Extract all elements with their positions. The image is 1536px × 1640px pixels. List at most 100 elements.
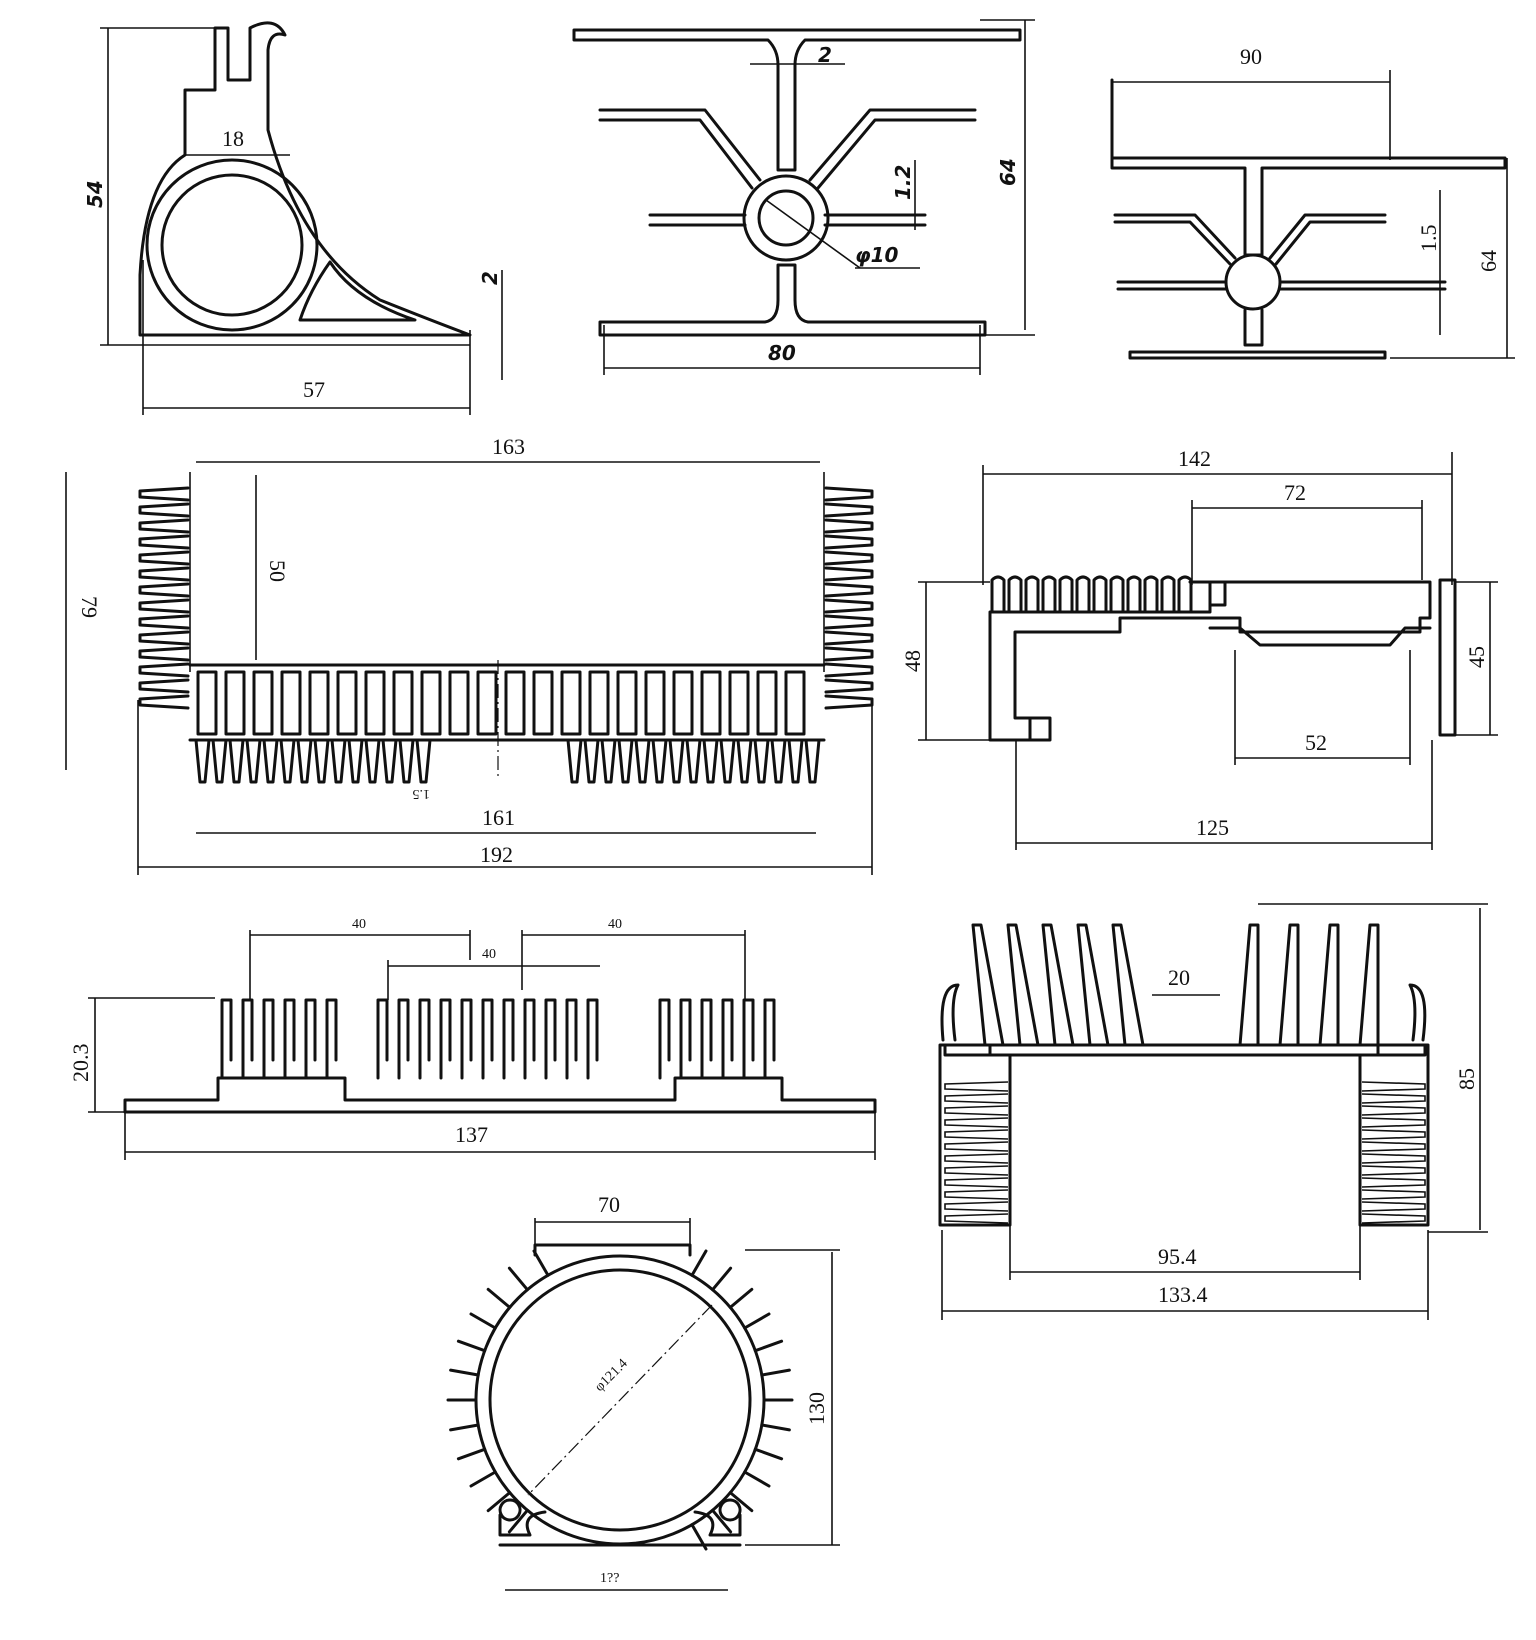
fin xyxy=(1238,923,1260,1047)
fin xyxy=(507,1266,529,1292)
fin xyxy=(262,738,279,784)
fin xyxy=(313,738,330,784)
dim-height-label: 20.3 xyxy=(68,1044,93,1083)
fin xyxy=(824,582,874,598)
fin xyxy=(304,998,317,1080)
profile-b: 2 1.2 φ10 64 80 xyxy=(572,19,1035,375)
dim-web-label: 2 xyxy=(818,43,832,67)
fin xyxy=(418,998,431,1080)
dim-bottom-label: 1?? xyxy=(600,1571,619,1586)
dim-height-label: 64 xyxy=(996,158,1020,186)
fin xyxy=(138,694,190,710)
fin xyxy=(449,1368,480,1377)
fin xyxy=(376,998,389,1080)
fin xyxy=(824,486,874,502)
fin xyxy=(679,998,692,1080)
fin xyxy=(824,566,874,582)
cell-slot xyxy=(476,670,498,736)
fin xyxy=(1358,923,1380,1047)
fin xyxy=(634,738,651,784)
dim-inner-label: 18 xyxy=(222,126,244,151)
cell-slot xyxy=(700,670,722,736)
dim-fin-label: 1.2 xyxy=(891,165,915,200)
dim-thickness-label: 2 xyxy=(478,271,502,285)
fin xyxy=(668,738,685,784)
profile-g: 20 85 95.4 133.4 xyxy=(938,903,1488,1320)
fin xyxy=(1160,575,1176,614)
fin xyxy=(1006,923,1040,1047)
fin xyxy=(944,1165,1009,1176)
fin xyxy=(481,998,494,1080)
fin xyxy=(228,738,245,784)
fin xyxy=(944,1213,1009,1224)
fin xyxy=(325,998,338,1080)
cell-slot xyxy=(280,670,302,736)
fin xyxy=(138,678,190,694)
fin xyxy=(824,598,874,614)
fin xyxy=(398,738,415,784)
cell-slot xyxy=(392,670,414,736)
fin xyxy=(1143,575,1159,614)
fin xyxy=(544,998,557,1080)
fin xyxy=(330,738,347,784)
fin xyxy=(944,1081,1009,1092)
fin xyxy=(753,1447,784,1461)
fin xyxy=(944,1177,1009,1188)
fin xyxy=(138,566,190,582)
dim-bottom-label: 161 xyxy=(482,805,515,830)
fin xyxy=(763,998,776,1080)
fin xyxy=(1058,575,1074,614)
fin xyxy=(1041,923,1075,1047)
dim-height-label: 130 xyxy=(804,1392,829,1425)
fin xyxy=(760,1368,791,1377)
cell-slot xyxy=(672,670,694,736)
fin xyxy=(617,738,634,784)
fin xyxy=(138,630,190,646)
fin xyxy=(1092,575,1108,614)
cell-slot xyxy=(588,670,610,736)
fin xyxy=(1361,1165,1426,1176)
profile-c: 90 1.5 64 xyxy=(1110,44,1515,360)
fin xyxy=(743,1470,771,1488)
fin xyxy=(728,1491,754,1513)
dim-height-label: 85 xyxy=(1454,1068,1479,1090)
cell-slot xyxy=(364,670,386,736)
fin xyxy=(700,998,713,1080)
fin xyxy=(824,662,874,678)
fin xyxy=(469,1312,497,1330)
fin xyxy=(736,738,753,784)
fin xyxy=(220,998,233,1080)
fin xyxy=(296,738,313,784)
dim-inner-label: 50 xyxy=(265,560,290,582)
fin xyxy=(262,998,275,1080)
profile-a: 54 18 2 57 xyxy=(83,21,503,415)
fin xyxy=(760,1423,791,1432)
fin xyxy=(1361,1213,1426,1224)
fin xyxy=(600,738,617,784)
fin xyxy=(824,630,874,646)
fin xyxy=(824,534,874,550)
fin xyxy=(658,998,671,1080)
fin xyxy=(711,1266,733,1292)
dim-height-label: 64 xyxy=(1476,250,1501,272)
fin xyxy=(944,1189,1009,1200)
fin xyxy=(990,575,1006,614)
fin xyxy=(486,1287,512,1309)
fin xyxy=(138,534,190,550)
fin xyxy=(138,614,190,630)
fin xyxy=(804,738,821,784)
cell-slot xyxy=(336,670,358,736)
fin xyxy=(439,998,452,1080)
dim-top-label: 163 xyxy=(492,434,525,459)
profile-f: 40 40 40 20.3 137 xyxy=(68,917,877,1160)
fin xyxy=(711,1508,733,1534)
fin xyxy=(279,738,296,784)
fin xyxy=(1126,575,1142,614)
dim-total-label: 142 xyxy=(1178,446,1211,471)
fin xyxy=(944,1117,1009,1128)
fin xyxy=(138,502,190,518)
fin xyxy=(944,1141,1009,1152)
fin xyxy=(728,1287,754,1309)
dim-height-label: 79 xyxy=(77,596,102,618)
